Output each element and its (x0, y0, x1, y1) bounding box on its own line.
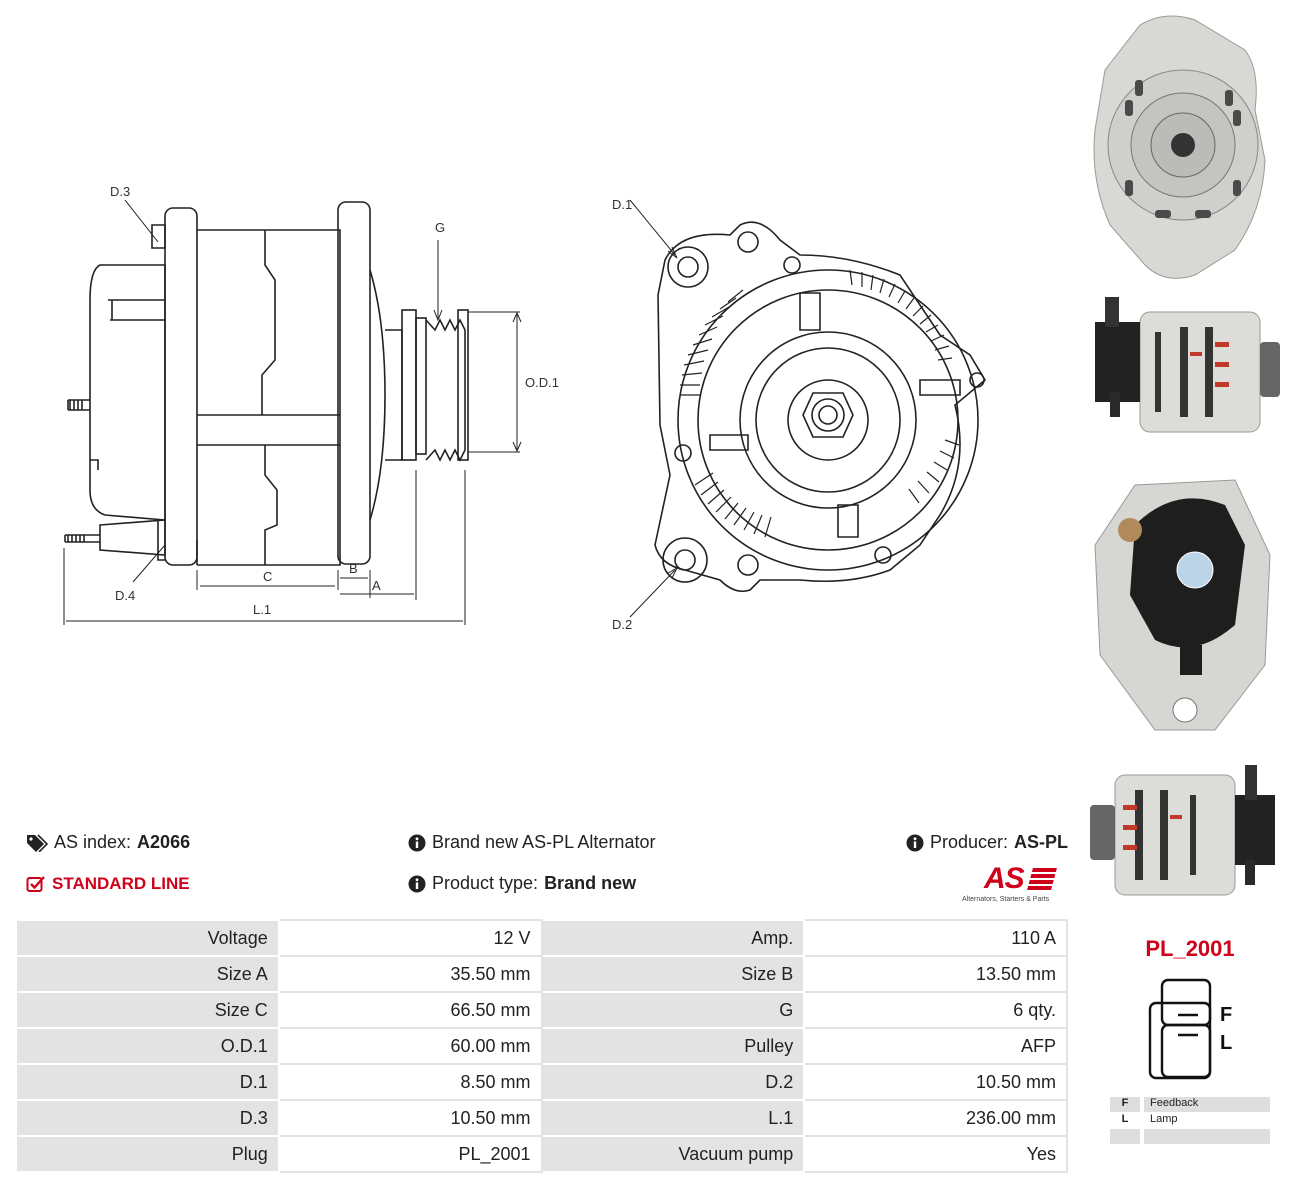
legend-row: L Lamp (1110, 1113, 1270, 1128)
spec-value: AFP (803, 1027, 1068, 1065)
line-label: STANDARD LINE (52, 874, 190, 893)
a-label: A (372, 578, 381, 593)
pin-l-label: L (1220, 1032, 1232, 1054)
as-index-label: AS index: (54, 832, 132, 852)
info-icon (906, 834, 924, 851)
logo-text: AS (984, 862, 1025, 895)
spec-value: 10.50 mm (277, 1099, 543, 1137)
spec-value: 8.50 mm (277, 1063, 543, 1101)
spec-label: Voltage (15, 919, 280, 957)
legend-value: Lamp (1150, 1113, 1178, 1125)
legend-row: F Feedback (1110, 1097, 1270, 1112)
legend-row (1110, 1145, 1270, 1160)
info-icon (408, 834, 426, 851)
d2-label: D.2 (612, 617, 632, 632)
legend-value (1144, 1129, 1270, 1144)
spec-label: Size C (15, 991, 280, 1029)
spec-label: O.D.1 (15, 1027, 280, 1065)
as-pl-logo: AS Alternators, Starters & Parts (962, 862, 1072, 907)
spec-label: Vacuum pump (540, 1135, 806, 1173)
product-photo-side-2 (1085, 755, 1280, 915)
spec-value: 35.50 mm (277, 955, 543, 993)
as-index: AS index: A2066 (26, 832, 190, 853)
spec-value: 110 A (803, 919, 1068, 957)
plug-title: PL_2001 (1145, 936, 1235, 961)
spec-value: 66.50 mm (277, 991, 543, 1029)
plug-connector-diagram: F L (1148, 978, 1232, 1080)
spec-label: Size B (540, 955, 806, 993)
spec-label: Size A (15, 955, 280, 993)
spec-value: 60.00 mm (277, 1027, 543, 1065)
producer-value: AS-PL (1014, 832, 1069, 852)
spec-label: G (540, 991, 806, 1029)
info-icon (408, 875, 426, 892)
l1-label: L.1 (253, 602, 271, 617)
product-photo-side (1085, 292, 1280, 452)
side-view-drawing: O.D.1 G D.3 D.4 C B A L.1 (63, 184, 559, 625)
logo-stripes (1027, 868, 1057, 890)
spec-label: D.3 (15, 1099, 280, 1137)
spec-label: Amp. (540, 919, 806, 957)
legend-key: F (1110, 1097, 1140, 1112)
b-label: B (349, 561, 358, 576)
g-label: G (435, 220, 445, 235)
spec-value: 236.00 mm (803, 1099, 1068, 1137)
brand-text: Brand new AS-PL Alternator (432, 832, 656, 852)
legend-row (1110, 1129, 1270, 1144)
d4-label: D.4 (115, 588, 135, 603)
product-type-value: Brand new (544, 873, 637, 893)
product-photo-front (1085, 10, 1280, 285)
spec-value: 10.50 mm (803, 1063, 1068, 1101)
spec-value: 6 qty. (803, 991, 1068, 1029)
d3-label: D.3 (110, 184, 130, 199)
spec-value: 13.50 mm (803, 955, 1068, 993)
checkbox-icon (26, 876, 45, 892)
pin-f-label: F (1220, 1004, 1232, 1026)
brand-info: Brand new AS-PL Alternator (408, 832, 655, 853)
spec-value: PL_2001 (277, 1135, 543, 1173)
legend-value (1144, 1145, 1270, 1160)
producer: Producer: AS-PL (906, 832, 1068, 853)
legend-key (1110, 1145, 1140, 1160)
product-type: Product type: Brand new (408, 873, 636, 894)
product-type-label: Product type: (432, 873, 539, 893)
d1-label: D.1 (612, 197, 632, 212)
legend-value: Feedback (1144, 1097, 1270, 1112)
od1-label: O.D.1 (525, 375, 559, 390)
front-view-drawing: D.1 D.2 (612, 197, 987, 632)
logo-tagline: Alternators, Starters & Parts (962, 896, 1050, 903)
spec-label: Pulley (540, 1027, 806, 1065)
legend-key (1110, 1129, 1140, 1144)
legend-key: L (1121, 1113, 1129, 1125)
spec-label: L.1 (540, 1099, 806, 1137)
spec-value: Yes (803, 1135, 1068, 1173)
c-label: C (263, 569, 272, 584)
spec-label: D.2 (540, 1063, 806, 1101)
product-photo-rear (1085, 465, 1280, 745)
producer-label: Producer: (930, 832, 1009, 852)
as-index-value: A2066 (137, 832, 191, 852)
tag-icon (27, 833, 48, 852)
spec-label: D.1 (15, 1063, 280, 1101)
spec-value: 12 V (277, 919, 543, 957)
spec-label: Plug (15, 1135, 280, 1173)
standard-line: STANDARD LINE (26, 874, 190, 894)
